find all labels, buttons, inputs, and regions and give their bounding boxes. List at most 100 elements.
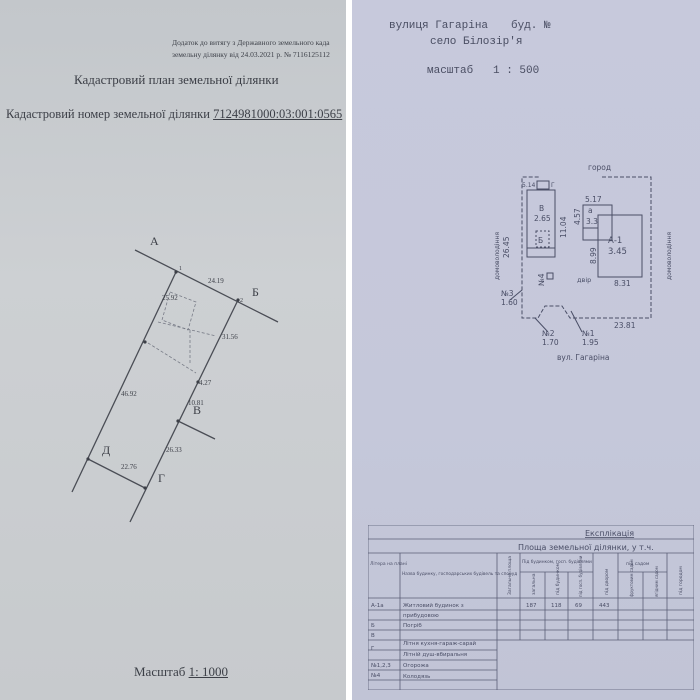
table-row: А-1а Житловий будинок з 187 118 69 443: [371, 602, 610, 609]
label-n4: №4: [537, 273, 546, 286]
header-garden: під садом: [626, 561, 649, 567]
label-1-95: 1.95: [582, 338, 599, 347]
label-garden: город: [588, 163, 611, 172]
scale-label: Масштаб: [134, 664, 186, 679]
label-5-14: 5.14: [522, 182, 536, 189]
label-26-45: 26.45: [502, 236, 511, 258]
well-4: [546, 272, 554, 280]
table-title: Експлікація: [585, 529, 634, 538]
cadastral-label: Кадастровий номер земельної ділянки: [6, 107, 210, 121]
boundary-right: [129, 299, 239, 523]
length-25-92: 25.92: [162, 294, 178, 302]
point-1: 1: [179, 266, 182, 272]
scale-text: Масштаб 1: 1000: [134, 664, 228, 680]
row-name: прибудовою: [403, 613, 439, 619]
header-berry: ягідним садом: [654, 566, 659, 597]
site-plan-page: вулиця Гагаріна буд. № село Білозір'я ма…: [352, 0, 700, 700]
page-title: Кадастровий план земельної ділянки: [74, 72, 279, 87]
boundary-left: [71, 271, 177, 493]
row-name: Літня кухня-гараж-сарай: [403, 640, 477, 647]
header-sub-house: під будинком: [555, 563, 561, 595]
length-31-56: 31.56: [222, 333, 238, 341]
boundary-d-g: [87, 458, 146, 489]
label-3-45: 3.45: [608, 247, 627, 257]
header-under-buildings: Під будинком, госп. будівлями: [522, 559, 592, 565]
table-row: №1,2,3 Огорожа: [371, 663, 429, 669]
label-8-99: 8.99: [589, 247, 598, 264]
row-value-total: 187: [526, 603, 537, 609]
label-g: Г: [551, 182, 555, 189]
length-4-27: 4.27: [199, 379, 212, 387]
label-yard: двір: [577, 276, 591, 284]
corner-d: Д: [102, 443, 110, 457]
label-side-right: домоволодіння: [666, 232, 673, 280]
building-g: [536, 180, 550, 190]
building-v-b: [526, 189, 556, 258]
row-name: Житловий будинок з: [403, 602, 464, 609]
corner-v: В: [193, 403, 201, 417]
header-sub-outbuildings: під госп. будівлями: [578, 555, 583, 597]
corner-b: Б: [252, 285, 259, 299]
building-a1: [597, 214, 643, 278]
corner-a: А: [150, 234, 159, 248]
row-name: Погріб: [403, 623, 422, 629]
cadastral-plan-page: Додаток до витягу з Державного земельног…: [0, 0, 346, 700]
table-row: прибудовою: [403, 613, 439, 619]
length-22-76: 22.76: [121, 463, 137, 471]
label-23-81: 23.81: [614, 321, 636, 330]
row-value-yard: 443: [599, 603, 610, 609]
label-a-small: а: [588, 206, 593, 215]
label-1-60: 1.60: [501, 298, 518, 307]
scale-value: 1: 1000: [188, 664, 228, 679]
label-street: вул. Гагаріна: [557, 353, 609, 362]
length-10-81: 10.81: [188, 399, 204, 407]
building-number: буд. №: [511, 20, 551, 32]
label-n1: №1: [582, 329, 595, 338]
scale-label: масштаб: [427, 65, 474, 77]
header-total: Загальна площа: [507, 556, 513, 595]
row-name: Колодязь: [403, 674, 430, 680]
header-vegetable: під городом: [678, 566, 684, 595]
label-2-65: 2.65: [534, 214, 551, 223]
village-name: село Білозір'я: [430, 36, 523, 48]
row-letter: А-1а: [371, 603, 384, 609]
scale-text: масштаб 1 : 500: [427, 65, 539, 77]
boundary-line-ab: [134, 249, 279, 323]
corner-g: Г: [158, 471, 165, 485]
scale-value: 1 : 500: [493, 65, 540, 77]
row-name: Літній душ-вбиральня: [403, 651, 467, 658]
header-yard: під двором: [604, 569, 610, 595]
row-letter: №1,2,3: [371, 663, 391, 669]
length-24-19: 24.19: [208, 277, 224, 285]
header-fruit: фруктовим садом: [629, 559, 634, 597]
label-n3: №3: [501, 289, 514, 298]
label-11-04: 11.04: [559, 216, 568, 238]
table-row: Б Погріб: [371, 623, 422, 629]
label-n2: №2: [542, 329, 555, 338]
boundary-v: [177, 420, 216, 440]
label-v: В: [539, 204, 544, 213]
street-name: вулиця Гагаріна: [389, 20, 489, 32]
land-plot-drawing: А Б В Г Д 1 2 24.19 25.92 31.56 46.92 4.…: [71, 234, 279, 523]
cadastral-number-label: Кадастровий номер земельної ділянки 7124…: [6, 107, 342, 122]
label-side-left: домоволодіння: [494, 232, 501, 280]
plot-boundary: [521, 176, 652, 319]
row-value-outbuildings: 69: [575, 603, 582, 609]
annex-line-2: земельну ділянку від 24.03.2021 р. № 711…: [172, 50, 330, 59]
table-subtitle: Площа земельної ділянки, у т.ч.: [518, 543, 654, 552]
label-5-17: 5.17: [585, 195, 602, 204]
table-row: В Літня кухня-гараж-сарай: [371, 633, 477, 647]
label-8-31: 8.31: [614, 279, 631, 288]
length-26-33: 26.33: [166, 446, 182, 454]
length-46-92: 46.92: [121, 390, 137, 398]
label-a1: А-1: [608, 236, 622, 246]
explication-table: Експлікація Площа земельної ділянки, у т…: [368, 525, 694, 690]
table-rows: А-1а Житловий будинок з 187 118 69 443 п…: [371, 602, 610, 680]
building-outlines: [147, 291, 217, 374]
table-row: Г Літній душ-вбиральня: [371, 646, 467, 658]
header-letter: Літера на плані: [370, 561, 407, 567]
table-row: №4 Колодязь: [371, 673, 430, 680]
point-2: 2: [240, 298, 243, 304]
label-3-3: 3.3: [586, 217, 598, 226]
row-value-house: 118: [551, 603, 562, 609]
